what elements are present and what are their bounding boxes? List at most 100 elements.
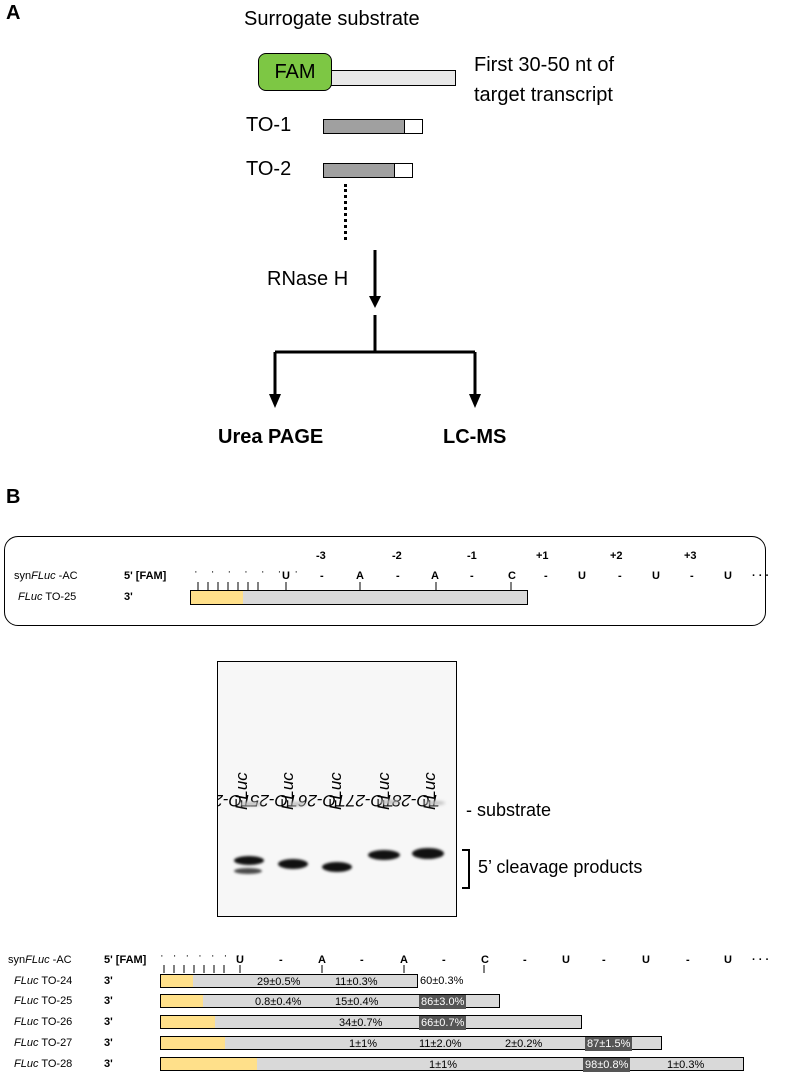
- panel-b-letter: B: [6, 486, 21, 508]
- table-row-to26-v1: 34±0.7%: [339, 1017, 383, 1029]
- table-row-to28-bar: 1±1% 98±0.8% 1±0.3%: [160, 1057, 744, 1072]
- lc-ms-label: LC-MS: [443, 426, 507, 448]
- box-row2-end: 3': [124, 591, 133, 603]
- position-p2: +2: [610, 550, 623, 562]
- table-row-end-to28: 3': [104, 1058, 113, 1070]
- table-base-dash2: -: [360, 954, 364, 966]
- to2-bar-light: [395, 164, 412, 177]
- table-row-label-to24: FLuc TO-24: [14, 975, 73, 987]
- table-base-dash4: -: [523, 954, 527, 966]
- table-row-to25-v3: 86±3.0%: [419, 995, 467, 1009]
- table-row-to27-bar: 1±1% 11±2.0% 2±0.2% 87±1.5%: [160, 1036, 662, 1051]
- table-base-a1: A: [318, 954, 326, 966]
- table-base-u3: U: [642, 954, 650, 966]
- table-row-to28-v2: 98±0.8%: [583, 1058, 631, 1072]
- table-row-to27-v1: 1±1%: [349, 1038, 378, 1050]
- table-base-dash3: -: [442, 954, 446, 966]
- substrate-label: - substrate: [466, 800, 552, 820]
- table-base-dash6: -: [686, 954, 690, 966]
- table-base-dash5: -: [602, 954, 606, 966]
- box-base-u3: U: [652, 570, 660, 582]
- table-row-to25-bar: 0.8±0.4% 15±0.4% 86±3.0%: [160, 994, 500, 1009]
- table-row-label-to27: FLuc TO-27: [14, 1037, 73, 1049]
- substrate-band-5: [423, 801, 445, 805]
- product-band-to28: [412, 848, 444, 859]
- table-row-to24-v1: 29±0.5%: [257, 976, 301, 988]
- box-base-c: C: [508, 570, 516, 582]
- substrate-band-2: [288, 802, 306, 806]
- table-row-to26-bar: 34±0.7% 66±0.7%: [160, 1015, 582, 1030]
- box-base-u4: U: [724, 570, 732, 582]
- table-row-to25-yellow: [161, 995, 203, 1007]
- box-to25-yellow: [191, 591, 243, 604]
- box-ellipsis: · · ·: [752, 570, 770, 582]
- position-m1: -1: [467, 550, 477, 562]
- fam-label: FAM: [274, 61, 316, 83]
- box-base-a2: A: [431, 570, 439, 582]
- table-row-label-to26: FLuc TO-26: [14, 1016, 73, 1028]
- box-dots: · · · · · · ·: [194, 566, 303, 578]
- box-row2-label: FLuc TO-25: [18, 591, 77, 603]
- box-base-u1: U: [282, 570, 290, 582]
- table-row-end-to24: 3': [104, 975, 113, 987]
- rnase-h-label: RNase H: [267, 268, 349, 290]
- table-base-u2: U: [562, 954, 570, 966]
- box-base-dash3: -: [470, 570, 474, 582]
- product-band-to24: [234, 856, 264, 865]
- table-row-to27-v4: 87±1.5%: [585, 1037, 633, 1051]
- table-row-to26-v2: 66±0.7%: [419, 1016, 467, 1030]
- to2-bar-dark: [324, 164, 395, 177]
- table-ellipsis: · · ·: [752, 954, 770, 966]
- table-row-to25-v1: 0.8±0.4%: [255, 996, 302, 1008]
- product-band-to25: [278, 859, 308, 869]
- table-base-u1: U: [236, 954, 244, 966]
- table-row-to27-v2: 11±2.0%: [419, 1038, 462, 1050]
- to1-label: TO-1: [246, 114, 292, 136]
- table-ticks: [163, 965, 485, 973]
- products-label: 5’ cleavage products: [478, 857, 643, 877]
- position-p3: +3: [684, 550, 697, 562]
- box-row1-end: 5' [FAM]: [124, 570, 167, 582]
- position-p1: +1: [536, 550, 549, 562]
- box-base-dash4: -: [544, 570, 548, 582]
- substrate-bar: [326, 70, 456, 86]
- dotted-continuation: [344, 184, 347, 240]
- surrogate-substrate-title: Surrogate substrate: [244, 8, 420, 30]
- table-row-end-to26: 3': [104, 1016, 113, 1028]
- target-desc-line2: target transcript: [474, 84, 613, 106]
- to1-bar-light: [405, 120, 422, 133]
- box-base-dash5: -: [618, 570, 622, 582]
- table-row-to28-yellow: [161, 1058, 257, 1070]
- table-row-end-to27: 3': [104, 1037, 113, 1049]
- box-row1-label: synFLuc -AC: [14, 570, 78, 582]
- box-to25-bar: [190, 590, 528, 605]
- table-row-to25-v2: 15±0.4%: [335, 996, 379, 1008]
- table-dots: · · · · · · ·: [160, 950, 243, 962]
- to2-bar: [323, 163, 413, 178]
- table-row-to26-yellow: [161, 1016, 215, 1028]
- table-base-u4: U: [724, 954, 732, 966]
- table-header-label: synFLuc -AC: [8, 954, 72, 966]
- table-row-to27-v3: 2±0.2%: [505, 1038, 543, 1050]
- box-base-dash2: -: [396, 570, 400, 582]
- target-desc-line1: First 30-50 nt of: [474, 54, 615, 76]
- table-row-to24-yellow: [161, 975, 193, 987]
- box-base-a1: A: [356, 570, 364, 582]
- table-row-end-to25: 3': [104, 995, 113, 1007]
- table-row-to28-v1: 1±1%: [429, 1059, 458, 1071]
- table-header-end: 5' [FAM]: [104, 954, 147, 966]
- box-base-dash1: -: [320, 570, 324, 582]
- table-row-to24-v2: 11±0.3%: [335, 976, 378, 988]
- position-m2: -2: [392, 550, 402, 562]
- product-band-to26: [322, 862, 352, 872]
- substrate-band-1: [238, 802, 262, 806]
- table-row-label-to25: FLuc TO-25: [14, 995, 73, 1007]
- box-ticks: [197, 582, 512, 590]
- table-row-to28-v3: 1±0.3%: [667, 1059, 705, 1071]
